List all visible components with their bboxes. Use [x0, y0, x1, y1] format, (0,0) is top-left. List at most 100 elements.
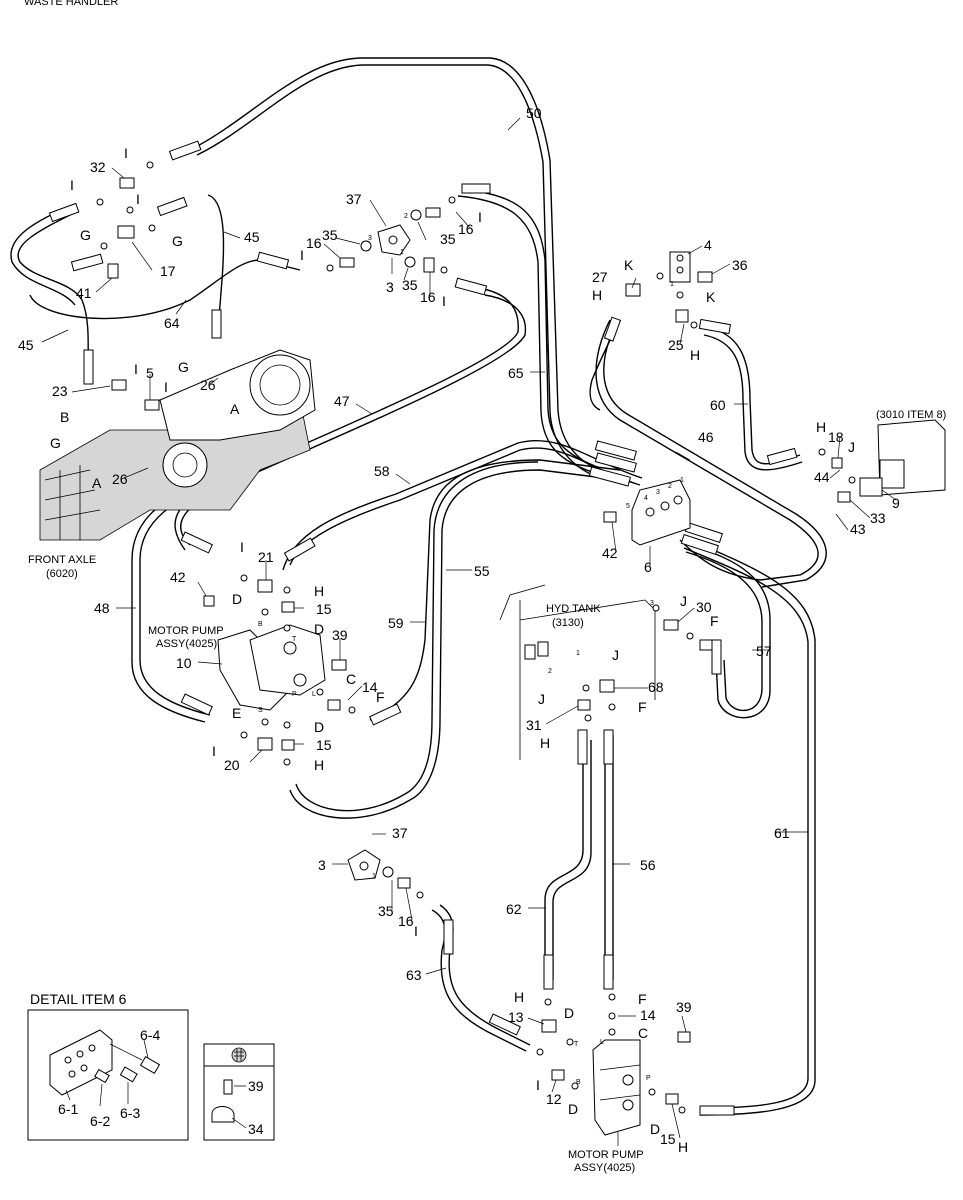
port-letter-P: P [646, 1075, 651, 1082]
detail-label-6-1: 6-1 [58, 1101, 78, 1117]
callout-37: 37 [346, 191, 362, 207]
callout-16: 16 [398, 913, 414, 929]
callout-5: 5 [146, 365, 154, 381]
callout-37: 37 [392, 825, 408, 841]
elbow-13 [541, 1019, 557, 1033]
clip-detail-box: 39 34 [203, 1043, 275, 1141]
tank-bolt [537, 641, 549, 657]
tee-32 [119, 177, 135, 189]
letter-G: G [172, 233, 183, 249]
letter-I: I [536, 1077, 540, 1093]
callout-44: 44 [814, 469, 830, 485]
motor-pump-top-title: MOTOR PUMP [148, 625, 224, 637]
letter-F: F [638, 699, 647, 715]
callout-21: 21 [258, 549, 274, 565]
letter-I: I [136, 191, 140, 207]
fitting-15a [281, 601, 295, 613]
callout-63: 63 [406, 967, 422, 983]
callout-55: 55 [474, 563, 490, 579]
letter-K: K [624, 257, 634, 273]
letter-J: J [848, 439, 855, 455]
callout-16: 16 [458, 221, 474, 237]
front-axle-title: FRONT AXLE [28, 554, 96, 566]
hose-fitting [603, 729, 614, 765]
port-letter-L: L [600, 1039, 604, 1046]
hose-55-b [295, 461, 539, 812]
letter-J: J [538, 691, 545, 707]
callout-45: 45 [18, 337, 34, 353]
callout-13: 13 [508, 1009, 524, 1025]
port-digit-1: 1 [576, 650, 580, 657]
port-letter-P: P [292, 691, 297, 698]
clip-34 [211, 1106, 235, 1123]
hose-fitting [48, 202, 80, 223]
axle-hub [162, 442, 208, 488]
detail-valve-plate [49, 1029, 113, 1096]
port-letter-T: T [574, 1041, 579, 1048]
hose-63 [439, 904, 531, 1046]
callout-58: 58 [374, 463, 390, 479]
letter-J: J [612, 647, 619, 663]
letter-H: H [514, 989, 524, 1005]
detail-label-6-3: 6-3 [120, 1105, 140, 1121]
fitting-14a [327, 699, 341, 711]
letter-G: G [178, 359, 189, 375]
hose-65 [464, 189, 601, 469]
letter-A: A [230, 401, 240, 417]
letter-I: I [478, 209, 482, 225]
callout-42: 42 [170, 569, 186, 585]
clip-label-39: 39 [248, 1078, 264, 1094]
hose-fitting [766, 447, 798, 466]
letter-K: K [706, 289, 716, 305]
port-digit-1: 1 [372, 873, 376, 880]
hyd-tank-ref: (3130) [552, 617, 584, 629]
fitting-39a [331, 659, 347, 671]
fitting-41 [107, 263, 119, 279]
hose-fitting [461, 183, 491, 194]
fitting-16c [423, 257, 435, 273]
hose-57 [689, 544, 771, 719]
leader-lines [41, 117, 897, 1146]
callout-57: 57 [756, 643, 772, 659]
fitting-5 [144, 399, 160, 411]
callout-23: 23 [52, 383, 68, 399]
hose-fitting [543, 954, 554, 990]
detail-label-6-2: 6-2 [90, 1113, 110, 1129]
letter-I: I [414, 923, 418, 939]
fitting-33 [837, 491, 851, 503]
hose-fitting [454, 277, 488, 296]
hose-fitting [488, 1013, 521, 1036]
callout-15: 15 [660, 1131, 676, 1147]
letter-G: G [80, 227, 91, 243]
letter-D: D [314, 719, 324, 735]
callout-17: 17 [160, 263, 176, 279]
callout-16: 16 [420, 289, 436, 305]
hose-fitting [594, 452, 637, 473]
detail-label-6-4: 6-4 [140, 1027, 160, 1043]
callout-64: 64 [164, 315, 180, 331]
control-valve-6 [631, 479, 691, 546]
motor-pump-top-ref: ASSY(4025) [156, 638, 217, 650]
callout-39: 39 [332, 627, 348, 643]
clip-bolt-39 [223, 1079, 233, 1095]
diagram-header-caption: WASTE HANDLER [24, 0, 118, 8]
callout-42: 42 [602, 545, 618, 561]
fitting-57 [699, 639, 713, 651]
letter-D: D [650, 1121, 660, 1137]
letter-A: A [92, 475, 102, 491]
callout-26: 26 [200, 377, 216, 393]
letter-D: D [232, 591, 242, 607]
callout-3: 3 [386, 279, 394, 295]
port-digit-1: 1 [670, 281, 674, 288]
hose-65-b [457, 195, 599, 475]
letter-I: I [124, 145, 128, 161]
letter-H: H [592, 287, 602, 303]
hose-fitting [70, 253, 104, 272]
bracket-block [879, 459, 905, 489]
hose-45-b [10, 207, 76, 306]
hyd-tank-title: HYD TANK [546, 603, 601, 615]
ref-3010-title: (3010 ITEM 8) [876, 409, 946, 421]
hyd-tank [499, 584, 656, 760]
callout-20: 20 [224, 757, 240, 773]
fitting-25 [675, 309, 689, 323]
